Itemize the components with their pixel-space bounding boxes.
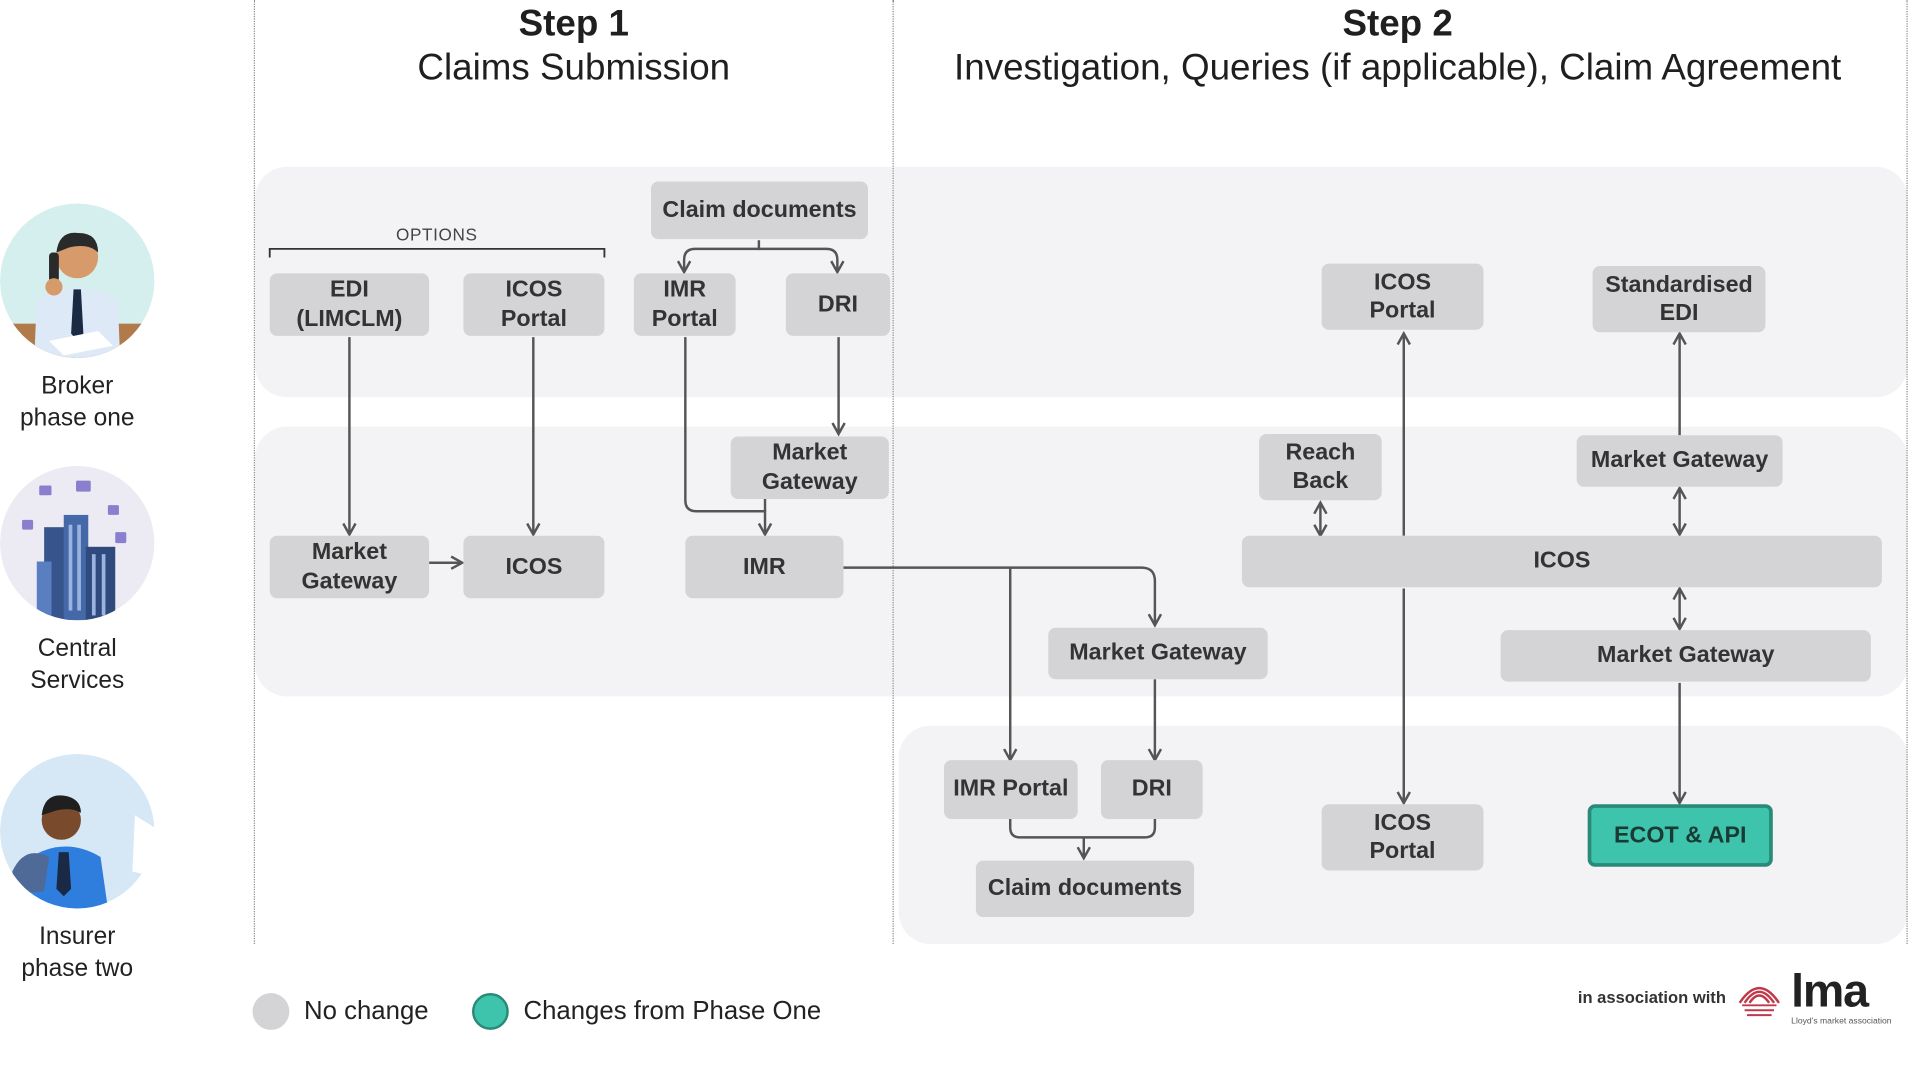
step2-header: Step 2 Investigation, Queries (if applic… — [907, 2, 1888, 90]
line-imr-portal-dri-merge — [1008, 818, 1157, 839]
node-icos-portal-step1: ICOS Portal — [463, 273, 605, 336]
node-reach-back: Reach Back — [1259, 434, 1382, 501]
insurer-avatar — [0, 753, 155, 909]
legend-changes-label: Changes from Phase One — [523, 996, 822, 1025]
node-claim-documents-top: Claim documents — [651, 181, 869, 240]
lma-subtext: Lloyd's market association — [1791, 1017, 1892, 1027]
legend-teal-dot — [472, 993, 509, 1030]
lma-logo: lma Lloyd's market association — [1735, 966, 1907, 1030]
node-standardised-edi: Standardised EDI — [1592, 266, 1766, 333]
step2-title: Investigation, Queries (if applicable), … — [954, 47, 1842, 89]
node-ecot-api: ECOT & API — [1587, 804, 1773, 867]
central-services-label: Central Services — [30, 635, 125, 694]
legend-no-change-label: No change — [304, 996, 429, 1025]
node-imr-portal-bottom: IMR Portal — [944, 760, 1078, 819]
node-icos-step1: ICOS — [463, 535, 605, 599]
node-dri-bottom: DRI — [1100, 760, 1203, 819]
options-bracket — [268, 247, 606, 258]
line-imr-out — [843, 566, 1154, 626]
right-divider — [1906, 0, 1908, 945]
step1-title: Claims Submission — [417, 47, 731, 89]
arrow-claim-docs-to-dri — [758, 247, 837, 272]
lma-emblem-icon — [1738, 986, 1780, 1017]
node-market-gateway-step1: Market Gateway — [269, 535, 430, 599]
step-divider — [892, 0, 894, 945]
node-imr: IMR — [685, 535, 844, 599]
node-icos-portal-top-step2: ICOS Portal — [1321, 263, 1484, 330]
node-market-gateway-right-upper: Market Gateway — [1576, 435, 1783, 487]
broker-label: Broker phase one — [19, 372, 135, 432]
arrow-claim-docs-split — [684, 240, 761, 272]
insurer-persona: Insurer phase two — [0, 753, 155, 984]
node-icos-portal-bottom-step2: ICOS Portal — [1321, 804, 1484, 871]
node-claim-documents-bottom: Claim documents — [975, 860, 1195, 918]
association-text: in association with — [1577, 988, 1726, 1007]
step1-number: Step 1 — [518, 3, 629, 45]
legend-grey-dot — [252, 993, 290, 1030]
legend-changes: Changes from Phase One — [472, 993, 821, 1030]
left-divider — [253, 0, 256, 945]
step2-number: Step 2 — [1342, 3, 1453, 45]
node-icos-central: ICOS — [1241, 535, 1882, 588]
central-services-persona: Central Services — [0, 465, 155, 696]
legend-no-change: No change — [252, 993, 429, 1030]
node-dri-top: DRI — [785, 273, 891, 336]
node-market-gateway-right-lower: Market Gateway — [1500, 630, 1871, 682]
options-label: OPTIONS — [395, 224, 478, 244]
node-edi-limclm: EDI (LIMCLM) — [269, 273, 430, 336]
node-imr-portal-top: IMR Portal — [633, 273, 736, 336]
node-market-gateway-mid: Market Gateway — [730, 436, 889, 499]
central-services-avatar — [0, 465, 155, 621]
arrow-imr-portal-to-imr — [684, 337, 765, 534]
broker-persona: Broker phase one — [0, 203, 155, 434]
node-market-gateway-step2: Market Gateway — [1048, 627, 1268, 680]
insurer-label: Insurer phase two — [21, 923, 134, 983]
step1-header: Step 1 Claims Submission — [368, 2, 780, 90]
lma-wordmark: lma — [1791, 966, 1869, 1018]
